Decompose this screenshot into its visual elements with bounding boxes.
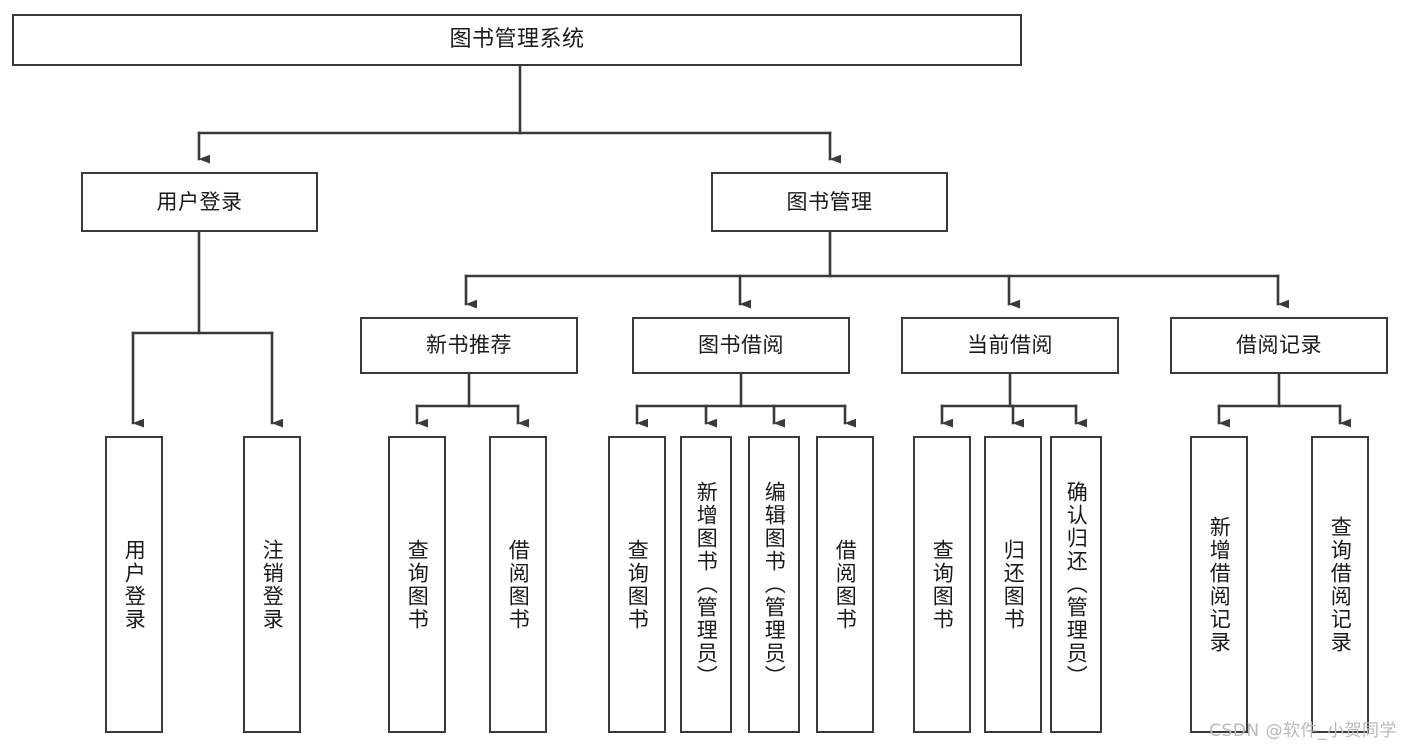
node-leaf-query-record[interactable]: 查询借阅记录 <box>1311 436 1369 733</box>
node-borrow-record-label: 借阅记录 <box>1236 333 1322 358</box>
watermark-label: CSDN @软件_小贺同学 <box>1209 721 1397 741</box>
node-new-book-rec[interactable]: 新书推荐 <box>360 317 578 374</box>
node-leaf-query-book-rec[interactable]: 查询图书 <box>388 436 446 733</box>
connector-group <box>131 64 1351 428</box>
node-leaf-user-login-label: 用户登录 <box>122 538 147 631</box>
node-leaf-confirm-return-label: 确认归还（管理员） <box>1064 481 1089 688</box>
node-leaf-query-book-cur-label: 查询图书 <box>930 538 955 631</box>
node-leaf-borrow-book-rec-label: 借阅图书 <box>506 538 531 631</box>
node-leaf-query-book-borrow[interactable]: 查询图书 <box>608 436 666 733</box>
node-leaf-edit-book-label: 编辑图书（管理员） <box>762 481 787 688</box>
node-leaf-logout-label: 注销登录 <box>260 538 285 631</box>
node-leaf-query-book-cur[interactable]: 查询图书 <box>913 436 971 733</box>
node-root[interactable]: 图书管理系统 <box>12 14 1022 66</box>
node-book-borrow-label: 图书借阅 <box>698 333 784 358</box>
node-current-borrow[interactable]: 当前借阅 <box>901 317 1119 374</box>
node-leaf-query-record-label: 查询借阅记录 <box>1328 515 1353 654</box>
node-borrow-record[interactable]: 借阅记录 <box>1170 317 1388 374</box>
node-root-label: 图书管理系统 <box>449 27 585 53</box>
node-user-login-label: 用户登录 <box>156 189 243 214</box>
node-leaf-borrow-book-rec[interactable]: 借阅图书 <box>489 436 547 733</box>
node-book-manage[interactable]: 图书管理 <box>711 172 948 232</box>
node-leaf-logout[interactable]: 注销登录 <box>243 436 301 733</box>
node-leaf-confirm-return[interactable]: 确认归还（管理员） <box>1050 436 1102 733</box>
node-leaf-add-book[interactable]: 新增图书（管理员） <box>680 436 732 733</box>
node-leaf-return-book[interactable]: 归还图书 <box>984 436 1042 733</box>
node-leaf-add-record-label: 新增借阅记录 <box>1207 515 1232 654</box>
node-leaf-user-login[interactable]: 用户登录 <box>105 436 163 733</box>
node-leaf-query-book-borrow-label: 查询图书 <box>625 538 650 631</box>
node-leaf-add-record[interactable]: 新增借阅记录 <box>1190 436 1248 733</box>
node-leaf-query-book-rec-label: 查询图书 <box>405 538 430 631</box>
node-leaf-borrow-book[interactable]: 借阅图书 <box>816 436 874 733</box>
node-new-book-rec-label: 新书推荐 <box>426 333 512 358</box>
node-leaf-edit-book[interactable]: 编辑图书（管理员） <box>748 436 800 733</box>
node-leaf-return-book-label: 归还图书 <box>1001 538 1026 631</box>
node-book-manage-label: 图书管理 <box>786 189 873 214</box>
node-leaf-add-book-label: 新增图书（管理员） <box>694 481 719 688</box>
node-leaf-borrow-book-label: 借阅图书 <box>833 538 858 631</box>
node-book-borrow[interactable]: 图书借阅 <box>632 317 850 374</box>
node-current-borrow-label: 当前借阅 <box>967 333 1053 358</box>
node-user-login[interactable]: 用户登录 <box>81 172 318 232</box>
